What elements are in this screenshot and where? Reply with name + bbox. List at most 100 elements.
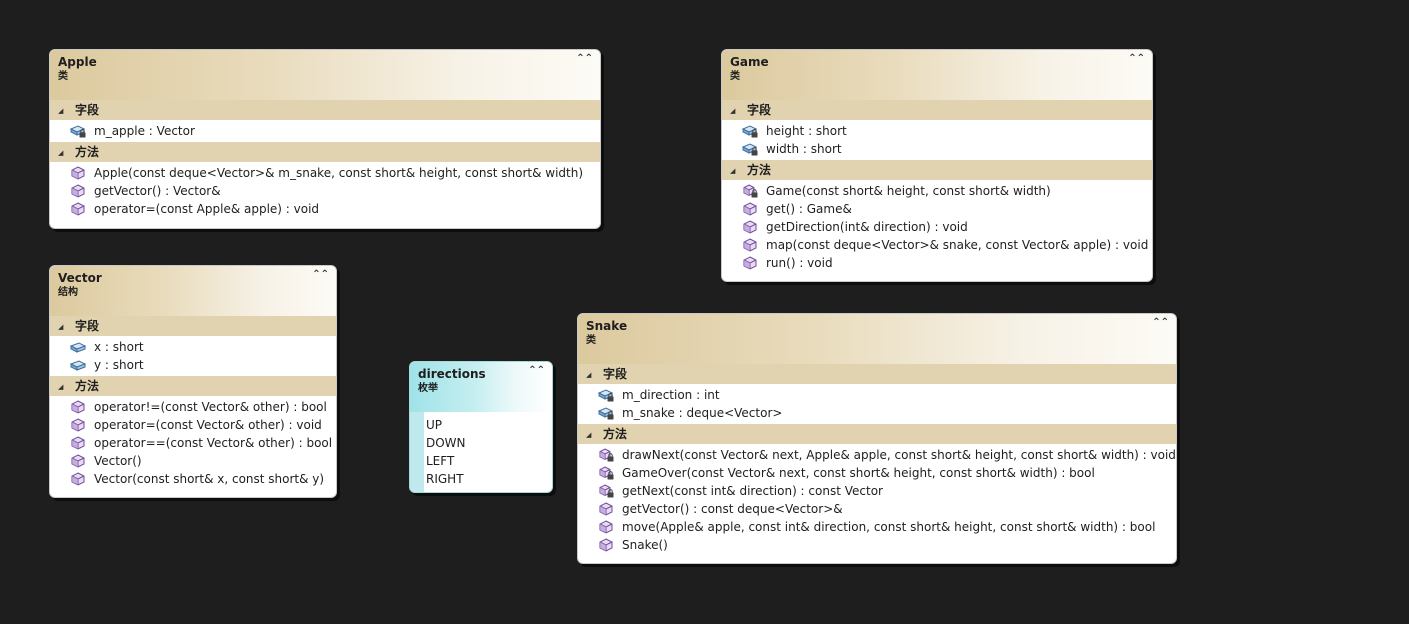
section-fields[interactable]: ◢字段 (722, 100, 1152, 120)
member-signature: m_apple : Vector (94, 124, 195, 138)
member-list: Apple(const deque<Vector>& m_snake, cons… (50, 162, 600, 220)
class-kind: 类 (730, 71, 740, 82)
enum-header: directions 枚举 ⌃⌃ (410, 362, 552, 412)
section-methods[interactable]: ◢ 方法 (50, 376, 336, 396)
class-header: Vector 结构 ⌃⌃ (50, 266, 336, 316)
public-method-icon (70, 454, 86, 468)
method-row[interactable]: getVector() : const deque<Vector>& (578, 500, 1176, 518)
expand-triangle-icon[interactable]: ◢ (586, 431, 592, 439)
member-signature: move(Apple& apple, const int& direction,… (622, 520, 1156, 534)
public-method-icon (742, 202, 758, 216)
method-row[interactable]: GameOver(const Vector& next, const short… (578, 464, 1176, 482)
method-row[interactable]: getDirection(int& direction) : void (722, 218, 1152, 236)
class-name: Vector (58, 271, 102, 285)
section-fields[interactable]: ◢字段 (50, 316, 336, 336)
expand-triangle-icon[interactable]: ◢ (58, 323, 64, 331)
field-row[interactable]: width : short (722, 140, 1152, 158)
field-row[interactable]: x : short (50, 338, 336, 356)
member-list: drawNext(const Vector& next, Apple& appl… (578, 444, 1176, 556)
method-row[interactable]: operator!=(const Vector& other) : bool (50, 398, 336, 416)
enum-side-bar (410, 412, 424, 492)
member-signature: getDirection(int& direction) : void (766, 220, 968, 234)
expand-triangle-icon[interactable]: ◢ (58, 149, 64, 157)
method-row[interactable]: getVector() : Vector& (50, 182, 600, 200)
class-name: Snake (586, 319, 628, 333)
class-name: Apple (58, 55, 97, 69)
section-methods[interactable]: ◢方法 (722, 160, 1152, 180)
member-signature: operator=(const Vector& other) : void (94, 418, 322, 432)
method-row[interactable]: Apple(const deque<Vector>& m_snake, cons… (50, 164, 600, 182)
method-row[interactable]: Game(const short& height, const short& w… (722, 182, 1152, 200)
method-row[interactable]: get() : Game& (722, 200, 1152, 218)
enum-value: DOWN (426, 436, 466, 450)
section-fields[interactable]: ◢字段 (50, 100, 600, 120)
member-signature: Vector(const short& x, const short& y) (94, 472, 325, 486)
class-snake[interactable]: Snake 类 ⌃⌃ ◢字段 m_direction : int m_snake … (577, 313, 1177, 564)
enum-directions[interactable]: directions 枚举 ⌃⌃ UP DOWN LEFT RIGHT (409, 361, 553, 493)
public-field-icon (69, 358, 87, 372)
method-row[interactable]: Vector(const short& x, const short& y) (50, 470, 336, 488)
member-signature: drawNext(const Vector& next, Apple& appl… (622, 448, 1176, 462)
method-row[interactable]: map(const deque<Vector>& snake, const Ve… (722, 236, 1152, 254)
member-signature: get() : Game& (766, 202, 852, 216)
expand-triangle-icon[interactable]: ◢ (58, 107, 64, 115)
public-method-icon (70, 418, 86, 432)
class-header: Game 类 ⌃⌃ (722, 50, 1152, 100)
member-signature: m_direction : int (622, 388, 720, 402)
method-row[interactable]: run() : void (722, 254, 1152, 272)
private-field-icon (69, 124, 86, 138)
public-field-icon (69, 340, 87, 354)
class-apple[interactable]: Apple 类 ⌃⌃ ◢字段 m_apple : Vector ◢方法 Appl… (49, 49, 601, 229)
method-row[interactable]: move(Apple& apple, const int& direction,… (578, 518, 1176, 536)
enum-value: LEFT (426, 454, 455, 468)
collapse-chevron-icon[interactable]: ⌃⌃ (528, 365, 545, 376)
public-method-icon (70, 472, 86, 486)
member-signature: Apple(const deque<Vector>& m_snake, cons… (94, 166, 584, 180)
field-row[interactable]: m_apple : Vector (50, 122, 600, 140)
member-signature: x : short (94, 340, 144, 354)
expand-triangle-icon[interactable]: ◢ (58, 383, 64, 391)
member-signature: Snake() (622, 538, 668, 552)
method-row[interactable]: Snake() (578, 536, 1176, 554)
method-row[interactable]: Vector() (50, 452, 336, 470)
section-methods[interactable]: ◢方法 (578, 424, 1176, 444)
field-row[interactable]: m_direction : int (578, 386, 1176, 404)
method-row[interactable]: operator=(const Apple& apple) : void (50, 200, 600, 218)
field-row[interactable]: m_snake : deque<Vector> (578, 404, 1176, 422)
field-row[interactable]: height : short (722, 122, 1152, 140)
expand-triangle-icon[interactable]: ◢ (586, 371, 592, 379)
method-row[interactable]: operator==(const Vector& other) : bool (50, 434, 336, 452)
private-field-icon (597, 388, 614, 402)
member-signature: operator!=(const Vector& other) : bool (94, 400, 327, 414)
public-method-icon (742, 238, 758, 252)
expand-triangle-icon[interactable]: ◢ (730, 167, 736, 175)
member-list: x : short y : short (50, 336, 336, 376)
private-field-icon (741, 124, 758, 138)
collapse-chevron-icon[interactable]: ⌃⌃ (1152, 317, 1169, 328)
member-signature: GameOver(const Vector& next, const short… (622, 466, 1095, 480)
member-signature: Game(const short& height, const short& w… (766, 184, 1051, 198)
member-list: operator!=(const Vector& other) : bool op… (50, 396, 336, 490)
member-signature: getVector() : Vector& (94, 184, 221, 198)
method-row[interactable]: drawNext(const Vector& next, Apple& appl… (578, 446, 1176, 464)
class-kind: 类 (586, 335, 596, 346)
section-label: 方法 (75, 379, 100, 393)
expand-triangle-icon[interactable]: ◢ (730, 107, 736, 115)
public-method-icon (70, 202, 86, 216)
method-row[interactable]: operator=(const Vector& other) : void (50, 416, 336, 434)
collapse-chevron-icon[interactable]: ⌃⌃ (1128, 53, 1145, 64)
field-row[interactable]: y : short (50, 356, 336, 374)
section-fields[interactable]: ◢字段 (578, 364, 1176, 384)
collapse-chevron-icon[interactable]: ⌃⌃ (576, 53, 593, 64)
class-kind: 结构 (58, 287, 78, 298)
public-method-icon (70, 436, 86, 450)
method-row[interactable]: getNext(const int& direction) : const Ve… (578, 482, 1176, 500)
private-method-icon (598, 448, 614, 462)
collapse-chevron-icon[interactable]: ⌃⌃ (312, 269, 329, 280)
public-method-icon (598, 502, 614, 516)
member-signature: getNext(const int& direction) : const Ve… (622, 484, 883, 498)
enum-values: UP DOWN LEFT RIGHT (426, 416, 466, 488)
section-methods[interactable]: ◢方法 (50, 142, 600, 162)
